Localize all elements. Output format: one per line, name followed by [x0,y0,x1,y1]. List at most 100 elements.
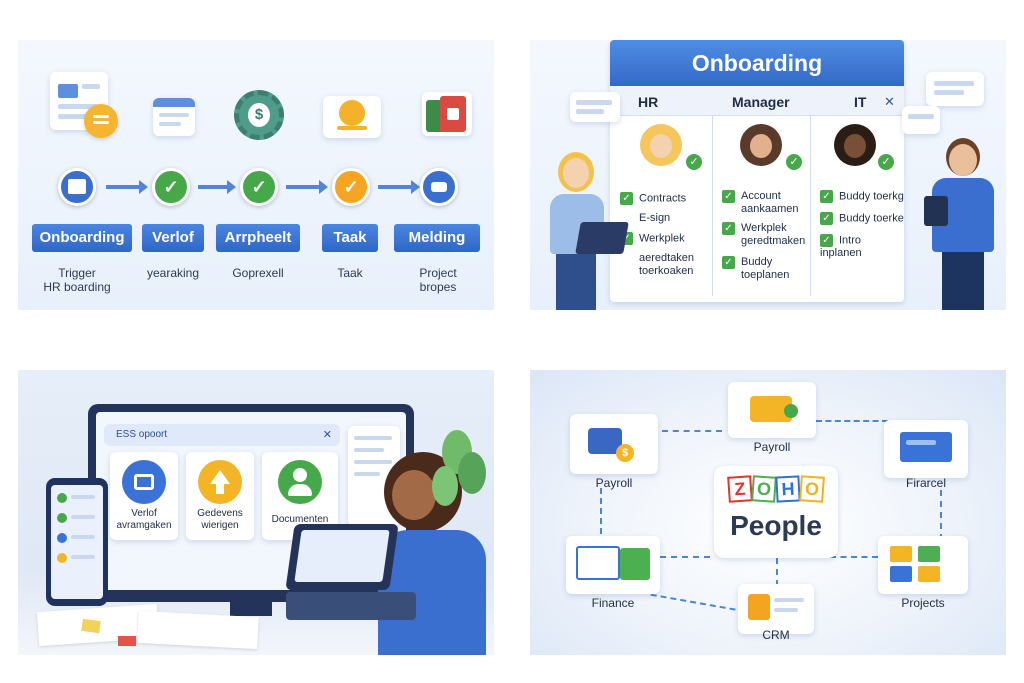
tile-gegevens-label: Gedevens wierigen [197,508,243,531]
connector-7 [776,558,778,586]
logo-letter-o2: O [799,475,825,503]
ess-portal-header: ESS opoort ✕ [104,424,340,446]
step-label-verlof: Verlof [142,224,204,252]
column-header-hr: HR [638,94,659,110]
step-sub-melding: Project bropes [419,266,457,294]
connector-3 [600,488,602,534]
hr-item-2: E-sign [639,212,671,224]
zoho-people-panel: Z O H O People $ Payroll Payroll Firarce… [530,370,1006,655]
bell-notification-icon [323,96,381,138]
manager-item-2: ✓Werkplek geredtmaken [722,222,805,248]
screen-icon [900,432,952,462]
it-check-icon: ✓ [878,154,894,170]
financial-node [884,420,968,478]
onboarding-board: Onboarding HR Manager IT ✕ ✓ ✓ ✓ ✓Contra… [610,40,904,302]
step-sub-verlof: yearaking [146,266,200,280]
onboarding-board-panel: Onboarding HR Manager IT ✕ ✓ ✓ ✓ ✓Contra… [530,40,1006,310]
step-sub-approval: Goprexell [232,266,284,280]
portal-title: ESS opoort [116,429,168,440]
hr-item-3: ✓Werkplek [620,232,685,245]
chart-card-icon [902,106,940,134]
column-header-manager: Manager [732,94,790,110]
manager-avatar [740,124,782,166]
tile-verlof[interactable]: Verlof avramgaken [110,452,178,540]
board-title: Onboarding [610,40,904,86]
column-header-it: IT [854,94,867,110]
folder-file-icon [422,92,472,136]
calendar-node-icon [58,168,96,206]
it-item-2: ✓Buddy toerke [820,212,904,225]
zoho-people-logo: Z O H O People [714,466,838,558]
hr-item-1: ✓Contracts [620,192,686,205]
finance-node [566,536,660,594]
node-label-finance: Finance [591,596,635,610]
approve-node-icon: ✓ [240,168,278,206]
crm-card-icon [748,594,770,620]
node-label-projects: Projects [901,596,945,610]
portal-close-icon[interactable]: ✕ [322,429,332,441]
tile-gegevens[interactable]: Gedevens wierigen [186,452,254,540]
manager-item-3: ✓Buddy toeplanen [722,256,789,282]
gear-money-icon: $ [234,90,284,140]
node-label-crm: CRM [762,628,790,642]
connector-1 [662,430,722,432]
product-name: People [730,510,822,541]
projects-node [878,536,968,594]
check-node-icon: ✓ [152,168,190,206]
logo-letter-h: H [775,475,801,503]
it-item-1: ✓Buddy toerkg [820,190,904,203]
payroll-node-top [728,382,816,438]
chat-bubble-icon [84,104,118,138]
connector-4 [940,490,942,540]
manager-check-icon: ✓ [786,154,802,170]
it-avatar [834,124,876,166]
coin-icon: $ [616,444,634,462]
upload-arrow-icon [198,460,242,504]
hr-avatar [640,124,682,166]
user-icon [278,460,322,504]
flow-arrow-1 [106,180,148,194]
phone-device [46,478,108,606]
connector-2 [816,420,888,422]
spreadsheet-icon [576,546,620,580]
profile-card-icon [570,92,620,122]
woman-at-laptop-illustration [285,452,486,655]
step-label-approval: Arrpheelt [216,224,300,252]
node-label-payroll-left: Payroll [595,476,633,490]
crm-node [738,584,814,634]
step-label-taak: Taak [322,224,378,252]
man-with-tablet-illustration [924,138,1000,310]
hr-item-4: aeredtaken toerkoaken [639,252,695,277]
flow-arrow-4 [378,180,420,194]
close-icon[interactable]: ✕ [884,94,895,109]
manager-item-1: ✓Account aankaamen [722,190,799,216]
step-sub-taak: Taak [337,266,363,280]
step-label-melding: Melding [394,224,480,252]
plant-illustration [432,430,490,520]
logo-letter-z: Z [727,475,753,503]
node-label-payroll-top: Payroll [753,440,791,454]
connector-6 [830,556,878,558]
workflow-panel: $ ✓ ✓ ✓ Onboarding Verlof Arrpheelt Taak… [18,40,494,310]
woman-with-laptop-illustration [544,152,629,310]
monitor-icon [926,72,984,106]
logo-letter-o1: O [751,475,777,503]
node-label-financial: Firarcel [905,476,946,490]
ess-portal-panel: ESS opoort ✕ Verlof avramgaken Gedevens … [18,370,494,655]
tile-documenten-label: Documenten [271,514,329,525]
step-sub-onboarding: Trigger HR boarding [43,266,111,294]
hr-check-icon: ✓ [686,154,702,170]
task-node-icon: ✓ [332,168,370,206]
kanban-icon [890,546,912,562]
notification-node-icon [420,168,458,206]
flow-arrow-3 [286,180,328,194]
document-card-icon [50,72,118,138]
flow-arrow-2 [198,180,236,194]
connector-5 [660,556,710,558]
tile-verlof-label: Verlof avramgaken [116,508,172,531]
payroll-node-left: $ [570,414,658,474]
it-item-3: ✓Intro inplanen [820,234,862,260]
calendar-icon [153,98,195,136]
step-label-onboarding: Onboarding [32,224,132,252]
leave-icon [122,460,166,504]
